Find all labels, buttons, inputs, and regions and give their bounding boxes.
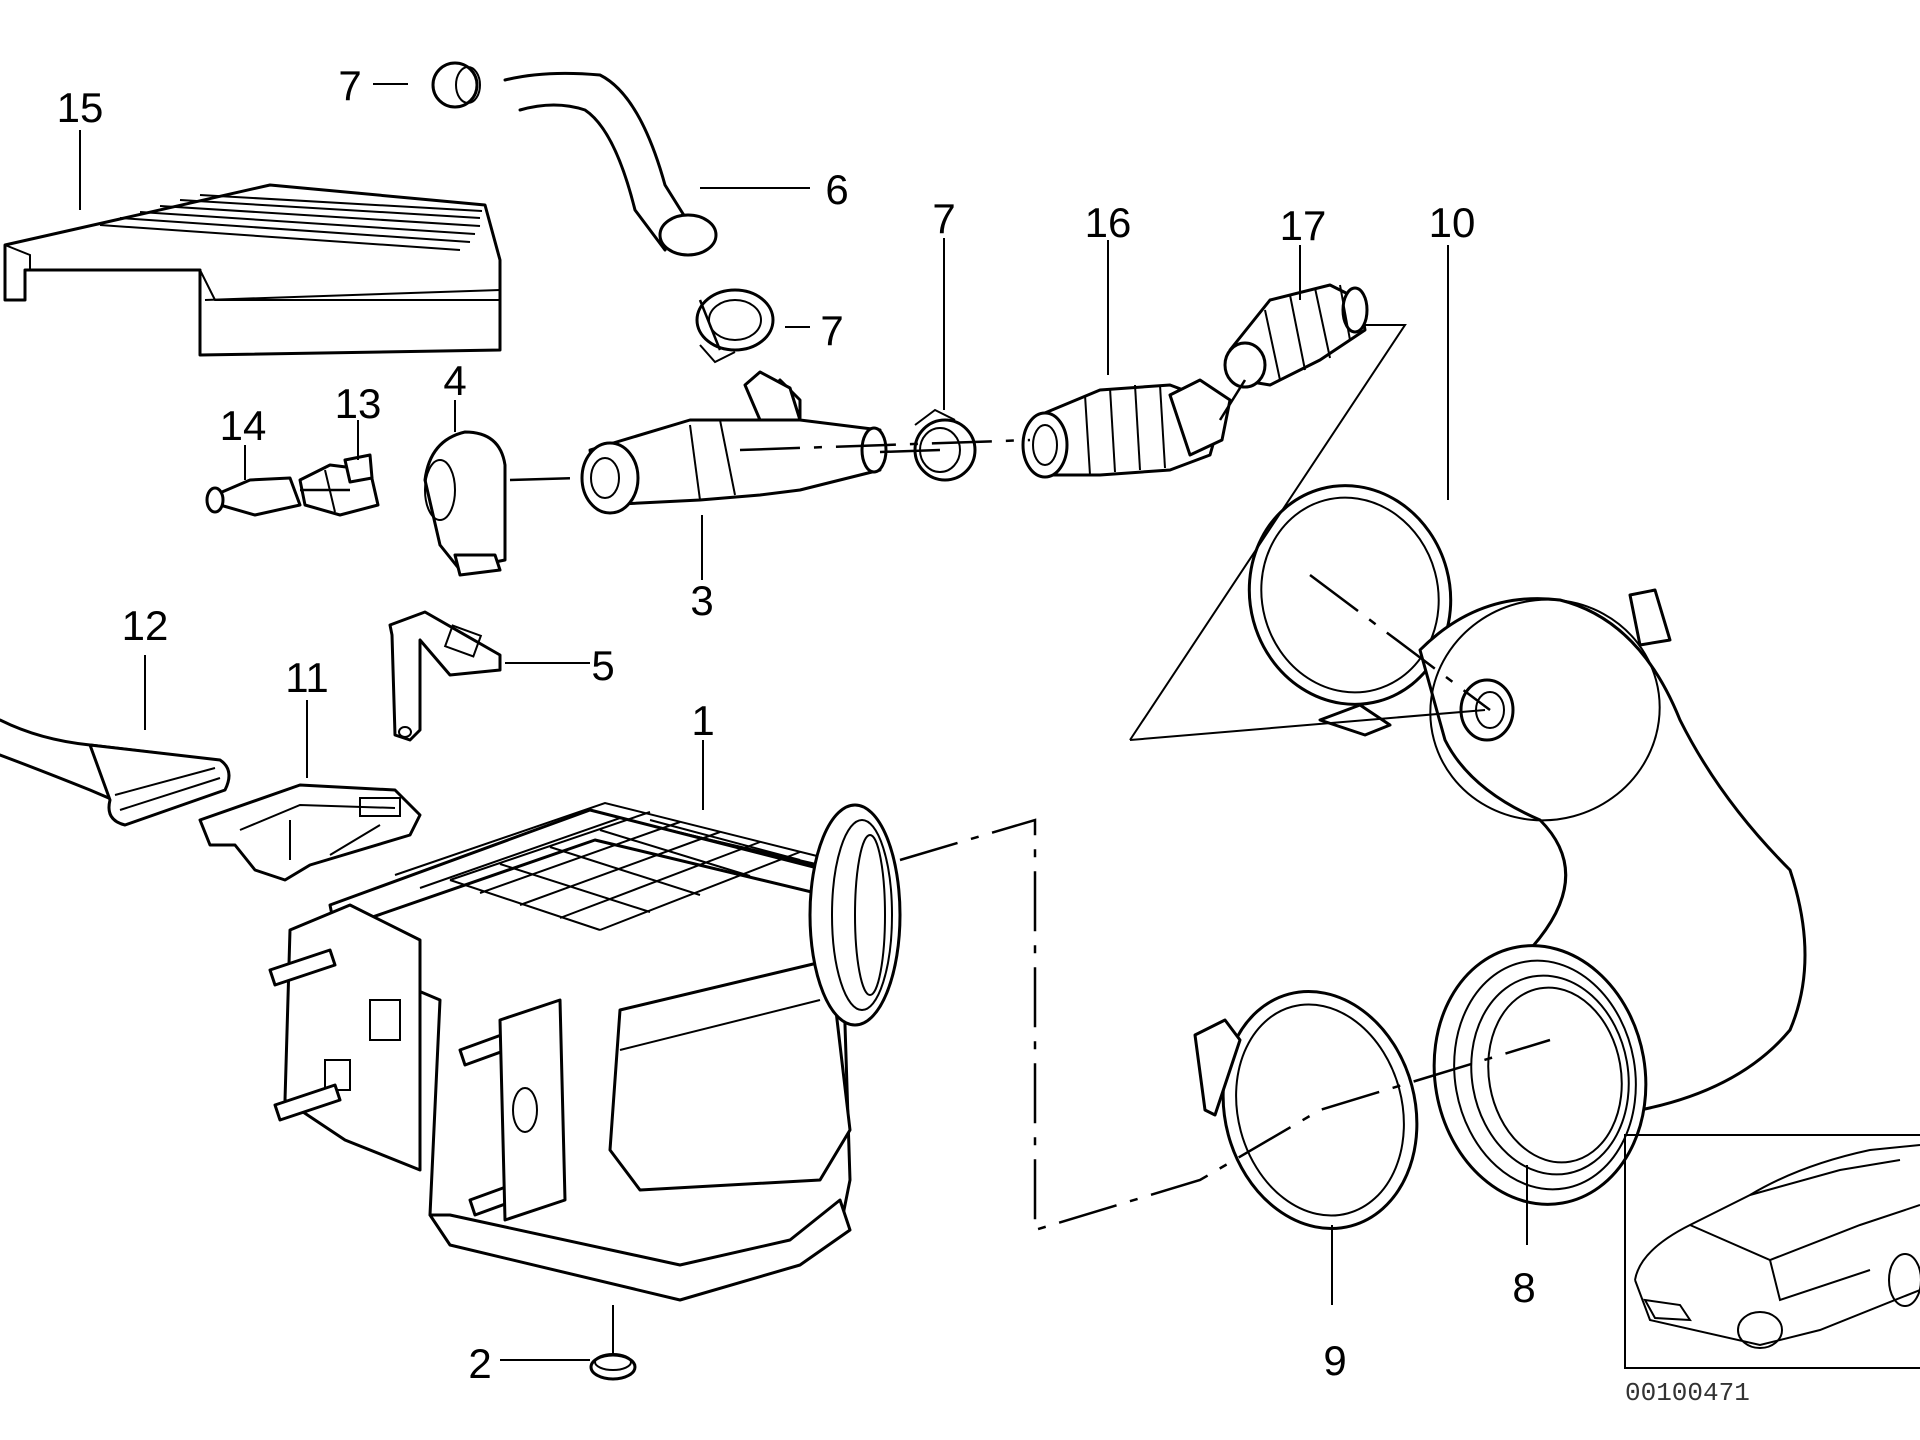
callout-1: 1	[691, 697, 714, 744]
callout-9: 9	[1323, 1337, 1346, 1384]
part-10-hose-clamp-large	[1247, 484, 1453, 737]
callout-7-right: 7	[932, 195, 955, 242]
callout-16: 16	[1085, 199, 1132, 246]
callout-2: 2	[468, 1340, 491, 1387]
callout-6: 6	[825, 166, 848, 213]
part-6-vent-hose	[503, 71, 718, 257]
assembly-lines	[300, 299, 1551, 1232]
part-9-hose-clamp-bottom	[1193, 990, 1419, 1230]
part-7-hose-clamp-middle	[695, 288, 775, 364]
callout-4: 4	[443, 357, 466, 404]
callout-12: 12	[122, 602, 169, 649]
callout-10: 10	[1429, 199, 1476, 246]
callout-14: 14	[220, 402, 267, 449]
part-3-idle-valve	[580, 370, 888, 515]
part-13-plug	[298, 453, 380, 517]
callout-3: 3	[690, 577, 713, 624]
part-11-connector	[198, 783, 422, 882]
part-7-hose-clamp-top	[431, 61, 481, 109]
reference-number: 00100471	[1625, 1378, 1750, 1408]
part-7-hose-clamp-right	[913, 408, 977, 482]
part-14-plug-terminal	[205, 476, 302, 517]
part-12-harness-plug	[0, 718, 231, 827]
callout-11: 11	[285, 654, 329, 701]
callout-13: 13	[335, 380, 382, 427]
part-1-air-flow-meter	[268, 801, 902, 1302]
part-5-bracket	[388, 610, 502, 742]
part-15-air-duct-cover	[3, 183, 502, 357]
part-4-connector-cap	[423, 430, 507, 577]
part-2-grommet	[589, 1353, 637, 1381]
callout-5: 5	[591, 642, 614, 689]
callout-15: 15	[57, 84, 104, 131]
callouts: 1 2 3 4 5 6 7 7 7 8 9 10 11 12 13 14 15 …	[57, 62, 1750, 1408]
part-16-bellows-hose	[1021, 378, 1232, 479]
callout-7-middle: 7	[820, 307, 843, 354]
part-8-intake-elbow	[1418, 588, 1807, 1206]
callout-7-top: 7	[338, 62, 361, 109]
part-17-small-bellows	[1223, 283, 1369, 389]
callout-17: 17	[1280, 202, 1327, 249]
leader-lines	[79, 83, 1528, 1361]
vehicle-thumbnail	[1624, 1134, 1920, 1369]
callout-8: 8	[1512, 1264, 1535, 1311]
